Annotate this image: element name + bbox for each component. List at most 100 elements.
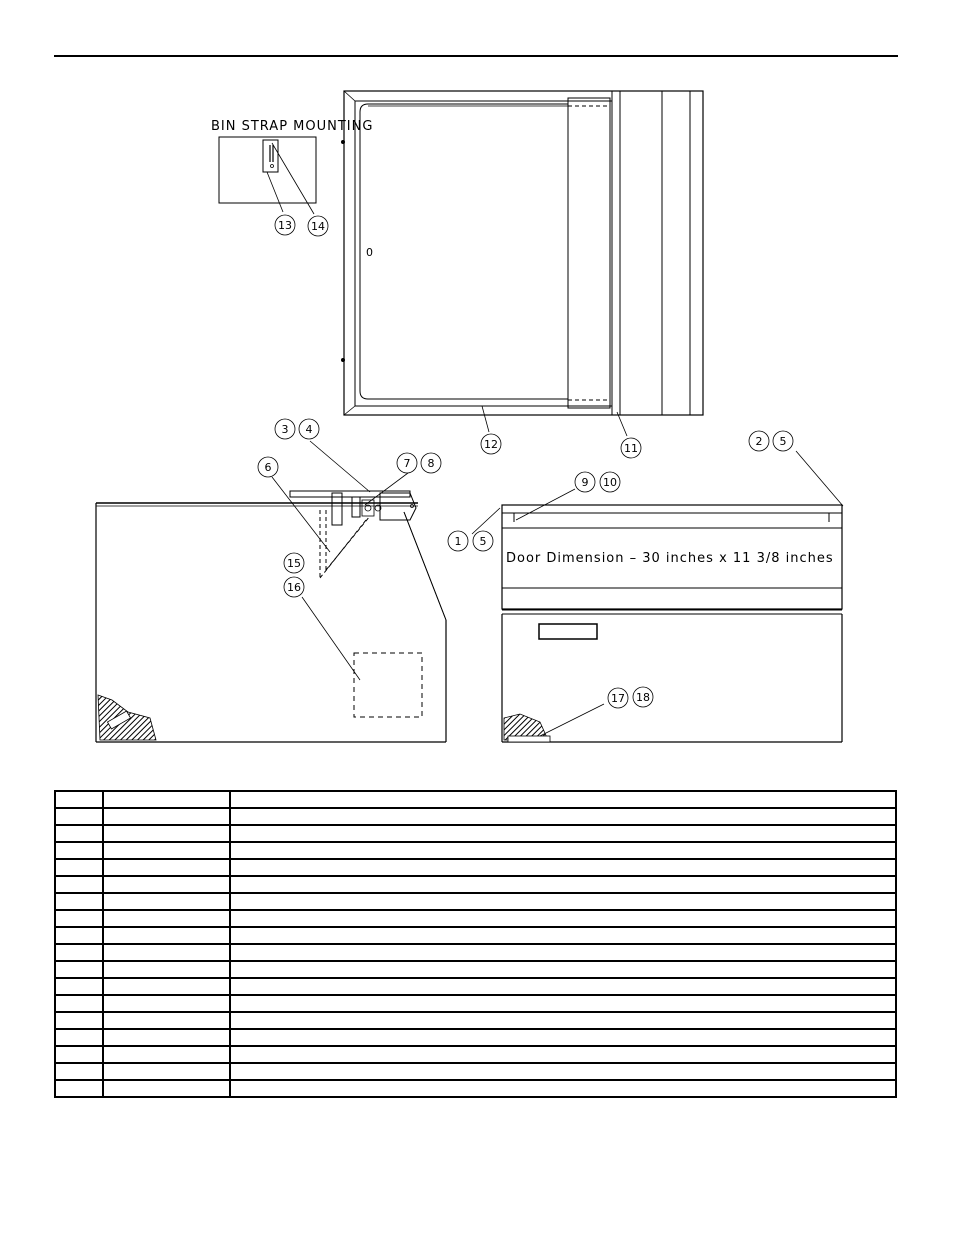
description-cell <box>229 807 897 826</box>
item-cell <box>54 1062 104 1081</box>
callout-14: 14 <box>307 215 329 237</box>
item-cell <box>54 824 104 843</box>
svg-text:5: 5 <box>480 535 487 548</box>
description-cell <box>229 824 897 843</box>
svg-text:9: 9 <box>582 476 589 489</box>
item-cell <box>54 1079 104 1098</box>
callout-13: 13 <box>274 214 296 236</box>
item-cell <box>54 1011 104 1030</box>
part-number-cell <box>102 960 231 979</box>
svg-text:7: 7 <box>404 457 411 470</box>
item-cell <box>54 1045 104 1064</box>
table-row <box>54 943 897 962</box>
svg-text:2: 2 <box>756 435 763 448</box>
svg-text:15: 15 <box>287 557 301 570</box>
callout-12: 12 <box>480 433 502 455</box>
description-cell <box>229 909 897 928</box>
item-cell <box>54 926 104 945</box>
callout-7: 7 <box>396 452 418 474</box>
callout-10: 10 <box>599 471 621 493</box>
part-number-cell <box>102 858 231 877</box>
item-cell <box>54 841 104 860</box>
svg-text:6: 6 <box>265 461 272 474</box>
svg-text:3: 3 <box>282 423 289 436</box>
parts-list-body <box>54 790 897 1098</box>
part-number-cell <box>102 1079 231 1098</box>
part-number-cell <box>102 807 231 826</box>
part-number-cell <box>102 875 231 894</box>
callout-8: 8 <box>420 452 442 474</box>
svg-text:16: 16 <box>287 581 301 594</box>
svg-text:13: 13 <box>278 219 292 232</box>
table-row <box>54 926 897 945</box>
table-row <box>54 807 897 826</box>
svg-text:11: 11 <box>624 442 638 455</box>
part-number-cell <box>102 790 231 809</box>
part-number-cell <box>102 824 231 843</box>
part-number-cell <box>102 994 231 1013</box>
svg-text:5: 5 <box>780 435 787 448</box>
svg-text:14: 14 <box>311 220 325 233</box>
callout-18: 18 <box>632 686 654 708</box>
table-row <box>54 909 897 928</box>
description-cell <box>229 1011 897 1030</box>
description-cell <box>229 943 897 962</box>
callout-15: 15 <box>283 552 305 574</box>
description-cell <box>229 1045 897 1064</box>
item-cell <box>54 960 104 979</box>
description-cell <box>229 977 897 996</box>
item-cell <box>54 909 104 928</box>
callout-5: 5 <box>472 530 494 552</box>
item-cell <box>54 1028 104 1047</box>
part-number-cell <box>102 841 231 860</box>
table-row <box>54 875 897 894</box>
part-number-cell <box>102 926 231 945</box>
front-view-marker: 0 <box>366 246 373 259</box>
detail-title: BIN STRAP MOUNTING <box>211 119 373 134</box>
description-cell <box>229 790 897 809</box>
table-row <box>54 841 897 860</box>
callout-1: 1 <box>447 530 469 552</box>
description-cell <box>229 960 897 979</box>
svg-text:10: 10 <box>603 476 617 489</box>
item-cell <box>54 858 104 877</box>
item-cell <box>54 977 104 996</box>
part-number-cell <box>102 1045 231 1064</box>
callout-2: 2 <box>748 430 770 452</box>
svg-text:1: 1 <box>455 535 462 548</box>
svg-text:4: 4 <box>306 423 313 436</box>
part-number-cell <box>102 977 231 996</box>
table-row <box>54 1062 897 1081</box>
table-row <box>54 790 897 809</box>
description-cell <box>229 1062 897 1081</box>
part-number-cell <box>102 1062 231 1081</box>
callout-6: 6 <box>257 456 279 478</box>
description-cell <box>229 841 897 860</box>
parts-list-table <box>54 790 897 1098</box>
front-view: 0 <box>341 90 704 437</box>
table-row <box>54 977 897 996</box>
part-number-cell <box>102 943 231 962</box>
svg-text:18: 18 <box>636 691 650 704</box>
item-cell <box>54 807 104 826</box>
table-row <box>54 1079 897 1098</box>
table-row <box>54 892 897 911</box>
description-cell <box>229 926 897 945</box>
part-number-cell <box>102 892 231 911</box>
description-cell <box>229 858 897 877</box>
door-dimension-note: Door Dimension – 30 inches x 11 3/8 inch… <box>506 551 834 566</box>
bin-strap-mounting-detail: BIN STRAP MOUNTING <box>211 119 373 215</box>
table-row <box>54 1028 897 1047</box>
description-cell <box>229 994 897 1013</box>
table-row <box>54 1011 897 1030</box>
table-row <box>54 858 897 877</box>
item-cell <box>54 943 104 962</box>
table-row <box>54 824 897 843</box>
callout-4: 4 <box>298 418 320 440</box>
description-cell <box>229 875 897 894</box>
item-cell <box>54 790 104 809</box>
description-cell <box>229 1079 897 1098</box>
part-number-cell <box>102 1011 231 1030</box>
callouts: 1 2 3 4 5 5 6 7 8 9 10 11 12 13 14 <box>257 214 794 709</box>
